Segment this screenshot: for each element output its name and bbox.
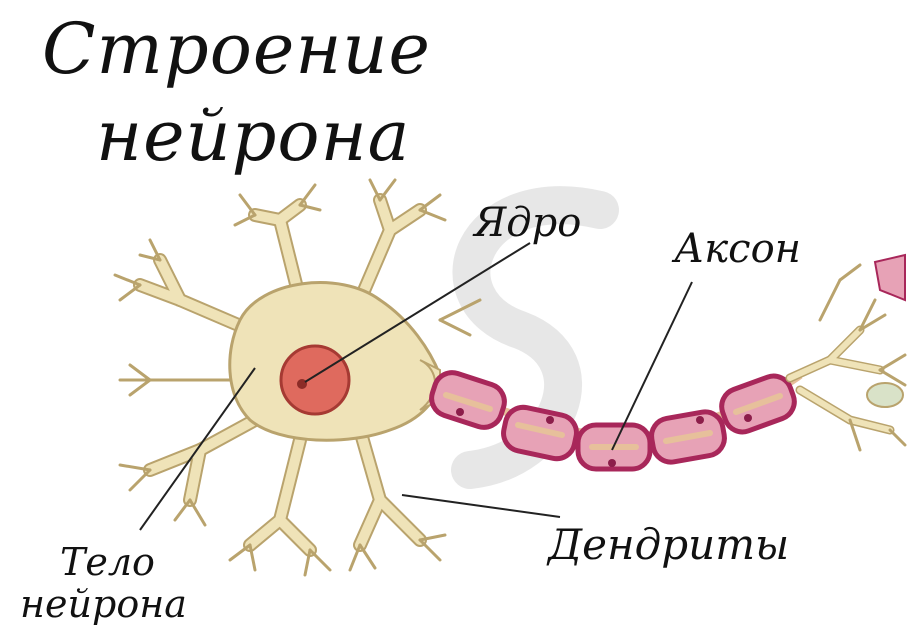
label-cell-body-line-2: нейрона: [20, 582, 187, 626]
label-axon: Аксон: [674, 226, 801, 272]
nucleus: [281, 346, 349, 414]
label-cell-body-line-1: Тело: [60, 540, 155, 584]
nucleolus: [297, 379, 307, 389]
cell-body-leader-line: [140, 368, 255, 530]
terminal-bulb: [867, 383, 903, 407]
synaptic-terminal: [875, 255, 905, 300]
label-dendrites: Дендриты: [548, 520, 789, 569]
dendrites-leader-line: [402, 495, 560, 517]
label-nucleus: Ядро: [474, 200, 581, 246]
